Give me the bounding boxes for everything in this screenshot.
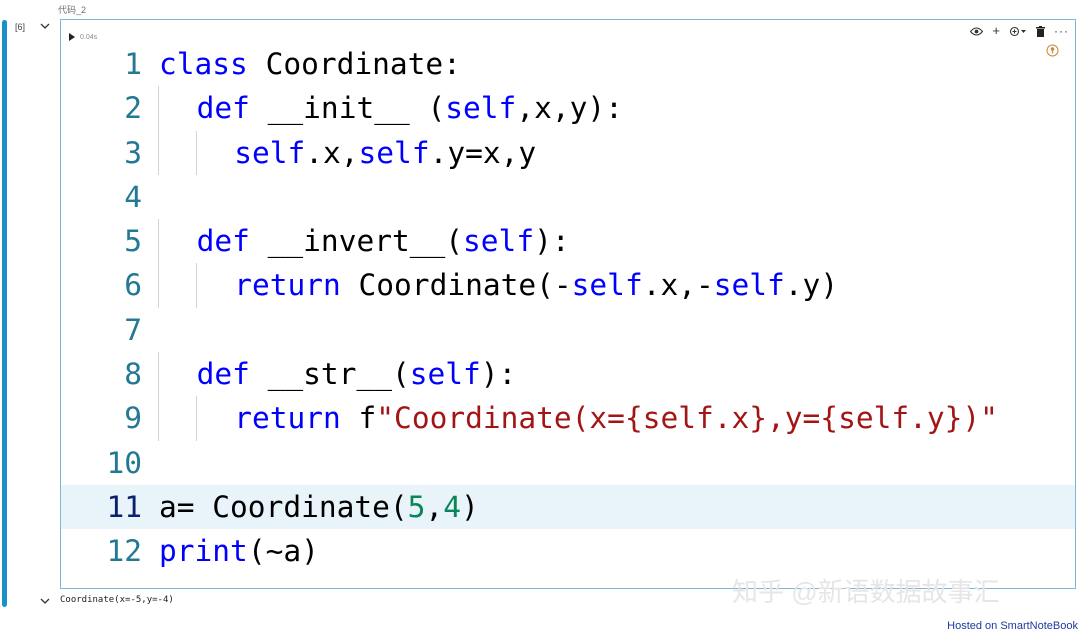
line-number: 5	[124, 224, 142, 259]
cell-title: 代码_2	[58, 5, 87, 15]
line-number: 11	[106, 489, 142, 524]
run-time: 0.04s	[80, 33, 98, 41]
code-token: (~a)	[247, 534, 319, 569]
code-token: Coordinate(-	[340, 268, 572, 303]
code-token: ):	[480, 357, 517, 392]
more-icon[interactable]: ···	[1054, 24, 1069, 38]
plus-icon[interactable]: +	[992, 23, 1000, 38]
code-token: self	[571, 268, 643, 303]
chevron-down-icon[interactable]	[39, 595, 51, 607]
code-token: self	[409, 357, 481, 392]
code-token: .y=x,y	[429, 135, 537, 170]
indent-guide	[158, 352, 159, 397]
code-token: .x,-	[642, 268, 714, 303]
code-text: a= Coordinate(5,4)	[159, 485, 479, 529]
code-token: ):	[534, 224, 570, 259]
code-line[interactable]: 8 def __str__(self):	[61, 352, 1075, 397]
cell-selection-bar	[2, 20, 7, 607]
code-token: 5	[407, 489, 426, 524]
code-cell[interactable]: 0.04s + ··· 1 class Coordinate: 2 def __ini…	[60, 19, 1076, 589]
code-text: class Coordinate:	[159, 42, 461, 86]
code-token: self	[463, 224, 535, 259]
code-text: print(~a)	[159, 529, 319, 573]
line-number: 10	[106, 445, 142, 480]
code-line[interactable]: 12 print(~a)	[61, 529, 1075, 573]
cell-output: Coordinate(x=-5,y=-4)	[60, 595, 174, 605]
line-number: 8	[124, 357, 142, 392]
code-token: return	[234, 401, 341, 436]
play-icon	[69, 28, 75, 46]
code-token: return	[234, 268, 341, 303]
code-text: return f"Coordinate(x={self.x},y={self.y…	[234, 396, 998, 440]
code-token: f	[340, 401, 377, 436]
line-number: 7	[124, 312, 142, 347]
code-token: def	[196, 357, 250, 392]
code-line[interactable]: 10	[61, 441, 1075, 485]
code-line[interactable]: 4	[61, 175, 1075, 219]
code-text: def __str__(self):	[197, 352, 517, 396]
line-number: 6	[124, 268, 142, 303]
code-token: print	[159, 534, 248, 569]
indent-guide	[196, 130, 197, 175]
line-number: 9	[124, 401, 142, 436]
code-token: ,x,y):	[516, 91, 623, 126]
code-line[interactable]: 9 return f"Coordinate(x={self.x},y={self.…	[61, 396, 1075, 441]
sync-icon[interactable]	[1009, 26, 1027, 37]
eye-icon[interactable]	[970, 26, 984, 36]
indent-guide	[196, 263, 197, 308]
code-line[interactable]: 5 def __invert__(self):	[61, 219, 1075, 264]
code-line[interactable]: 2 def __init__ (self,x,y):	[61, 86, 1075, 131]
cell-status-icon	[1046, 44, 1059, 57]
run-button[interactable]: 0.04s	[69, 28, 97, 46]
code-token: def	[196, 91, 250, 126]
line-number: 2	[124, 91, 142, 126]
code-token: __invert__(	[249, 224, 464, 259]
code-line[interactable]: 11 a= Coordinate(5,4)	[61, 484, 1075, 530]
indent-guide	[158, 130, 159, 175]
indent-guide	[158, 219, 159, 264]
code-token: .y)	[784, 268, 839, 303]
code-token: ,	[425, 489, 444, 524]
code-token: Coordinate:	[247, 47, 461, 81]
line-number: 1	[124, 47, 142, 81]
line-number: 4	[124, 179, 142, 214]
line-number: 3	[124, 135, 142, 170]
watermark: 知乎 @新语数据故事汇	[732, 577, 1000, 607]
code-token: self	[445, 91, 517, 126]
chevron-down-icon[interactable]	[39, 20, 51, 32]
code-token: __init__ (	[249, 91, 446, 126]
code-token: self	[358, 135, 430, 170]
hosted-footer: Hosted on SmartNoteBook	[947, 620, 1078, 632]
code-token: def	[196, 224, 250, 259]
code-token: a= Coordinate(	[159, 489, 408, 524]
line-number: 12	[106, 534, 142, 569]
code-token: self	[713, 268, 785, 303]
indent-guide	[158, 396, 159, 441]
code-text: def __init__ (self,x,y):	[197, 86, 623, 130]
code-text: return Coordinate(-self.x,-self.y)	[234, 263, 838, 307]
code-token: 4	[443, 489, 461, 524]
trash-icon[interactable]	[1036, 25, 1045, 37]
code-token: .x,	[305, 135, 359, 170]
code-token: "Coordinate(x={self.x},y={self.y})"	[376, 401, 998, 436]
code-line[interactable]: 7	[61, 308, 1075, 352]
code-text: self.x,self.y=x,y	[234, 131, 536, 175]
indent-guide	[158, 263, 159, 308]
code-token: self	[234, 135, 306, 170]
code-text: def __invert__(self):	[197, 219, 570, 263]
indent-guide	[196, 396, 197, 441]
code-line[interactable]: 1 class Coordinate:	[61, 42, 1075, 86]
indent-guide	[158, 86, 159, 131]
cell-toolbar: + ···	[970, 23, 1069, 38]
code-token: __str__(	[249, 357, 410, 392]
code-token: class	[159, 47, 248, 81]
execution-count: [6]	[15, 22, 26, 32]
code-token: )	[460, 489, 479, 524]
